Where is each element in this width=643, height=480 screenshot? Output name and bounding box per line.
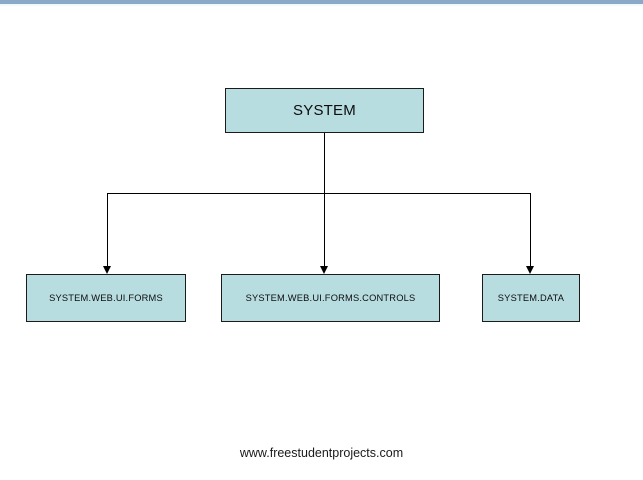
node-system-web-ui-forms[interactable]: SYSTEM.WEB.UI.FORMS: [26, 274, 186, 322]
connector-drop-data: [530, 193, 531, 266]
footer-watermark: www.freestudentprojects.com: [239, 446, 404, 460]
arrowhead-controls-icon: [319, 266, 328, 274]
node-system-label: SYSTEM: [293, 102, 356, 119]
node-system-web-ui-forms-controls[interactable]: SYSTEM.WEB.UI.FORMS.CONTROLS: [221, 274, 440, 322]
node-system-web-ui-forms-label: SYSTEM.WEB.UI.FORMS: [49, 293, 163, 303]
node-system-data-label: SYSTEM.DATA: [497, 293, 565, 303]
top-edge-band: [0, 0, 643, 4]
node-system-web-ui-forms-controls-label: SYSTEM.WEB.UI.FORMS.CONTROLS: [245, 293, 416, 303]
node-system[interactable]: SYSTEM: [225, 88, 424, 133]
connector-drop-forms: [107, 193, 108, 266]
connector-root-stem: [324, 133, 325, 193]
connector-horizontal-bus: [107, 193, 531, 194]
node-system-data[interactable]: SYSTEM.DATA: [482, 274, 580, 322]
connector-drop-controls: [324, 193, 325, 266]
top-edge-fade: [0, 4, 643, 9]
arrowhead-forms-icon: [102, 266, 111, 274]
arrowhead-data-icon: [525, 266, 534, 274]
